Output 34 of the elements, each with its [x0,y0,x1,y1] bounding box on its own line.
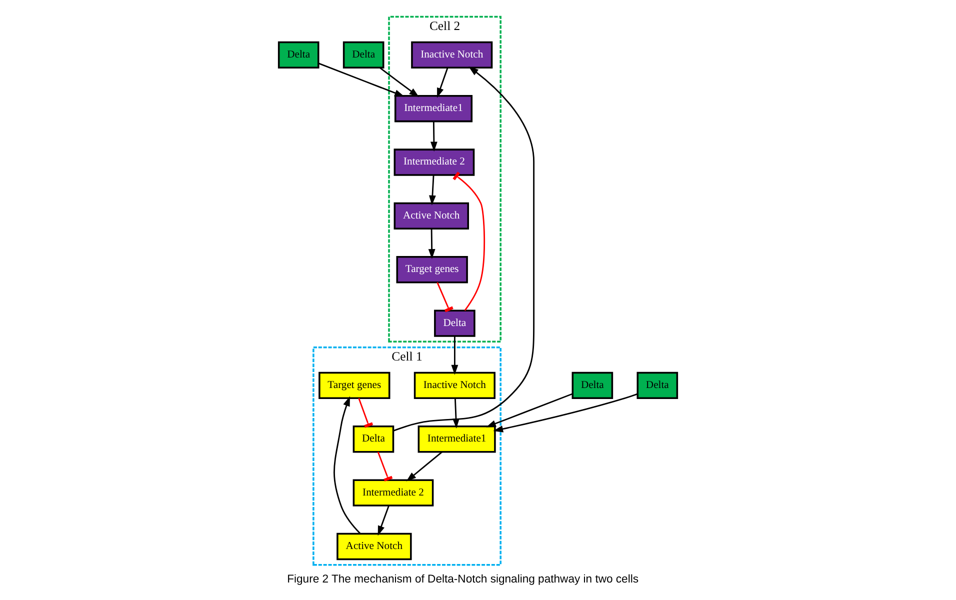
arrow [493,393,638,432]
arrow [379,67,420,98]
arrow [429,175,436,206]
arrow [437,68,448,98]
node-box: Intermediate 2 [394,148,475,176]
node-box: Delta [278,41,320,69]
arrow [318,62,404,97]
node-box: Inactive Notch [411,41,493,69]
node-box: Inactive Notch [414,372,496,400]
node-box: Active Notch [394,202,469,230]
node-box: Delta [636,372,678,400]
node-box: Intermediate1 [418,426,496,453]
connector [436,282,454,312]
arrow [486,393,573,428]
connector [452,172,486,311]
node-box: Target genes [318,372,390,400]
node-box: Intermediate1 [394,95,473,122]
connector [358,398,374,428]
node-box: Delta [434,310,476,337]
arrow [378,505,390,536]
caption: Figure 2 The mechanism of Delta-Notch signaling pathway in two cells [287,573,639,586]
arrow [451,336,458,375]
arrow [428,228,436,259]
node-box: Delta [352,426,394,453]
node-box: Delta [572,372,614,400]
node-box: Active Notch [336,532,412,560]
arrow [334,396,361,534]
node-box: Target genes [396,256,468,284]
arrow [406,451,443,482]
arrow [430,121,438,152]
node-box: Intermediate 2 [352,479,434,506]
connector [377,452,393,482]
node-box: Delta [342,41,384,69]
arrow [452,398,460,429]
